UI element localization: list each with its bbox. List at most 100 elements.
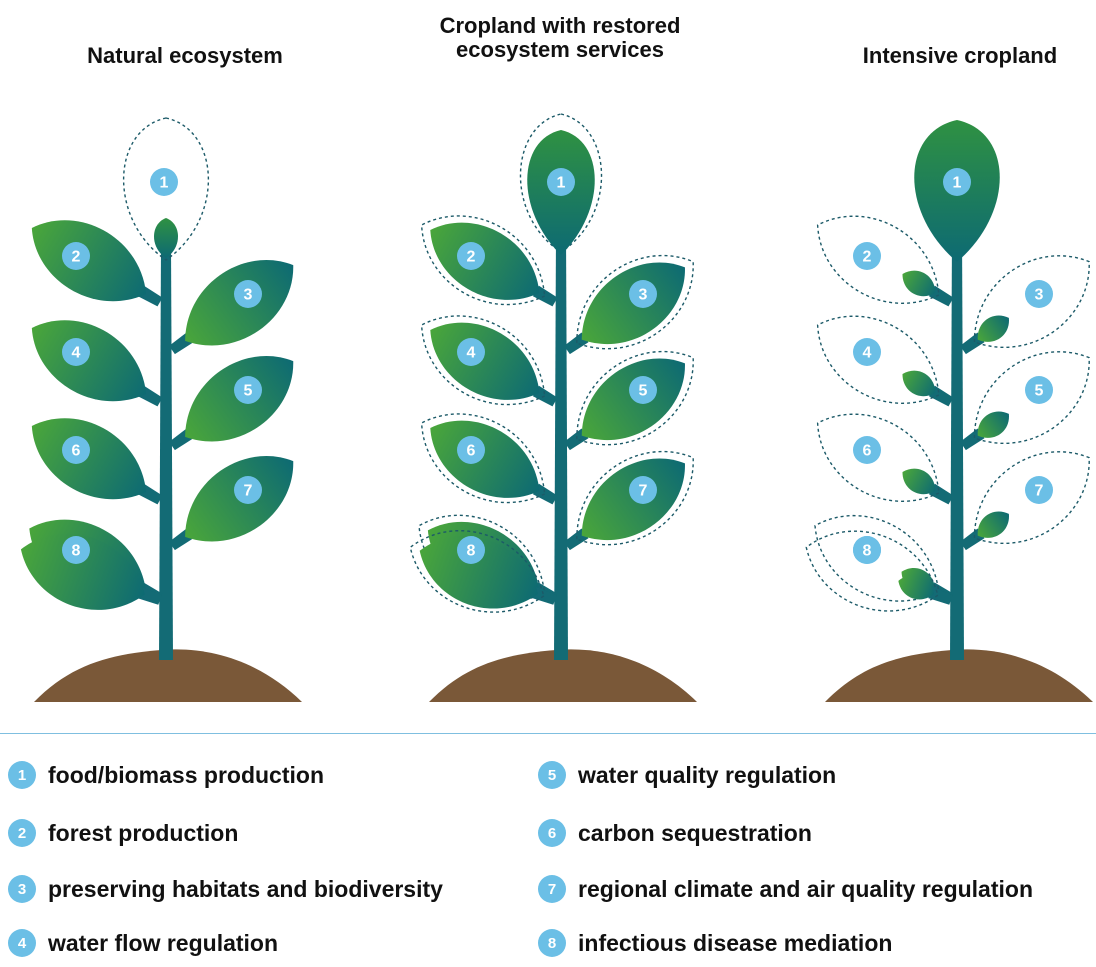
leaf-6 [420, 413, 558, 505]
leaf-8 [20, 533, 162, 610]
number-badge [150, 168, 178, 196]
potential-leaf-outline [973, 451, 1090, 544]
number-badge [457, 436, 485, 464]
small-leaf [902, 270, 936, 297]
number-badge [629, 476, 657, 504]
panel-title-line: Natural ecosystem [87, 43, 283, 68]
small-leaf [977, 511, 1009, 538]
number-badge [853, 242, 881, 270]
stem [950, 230, 964, 660]
number-badge [943, 168, 971, 196]
number-badge-text: 4 [467, 345, 476, 362]
number-badge [457, 338, 485, 366]
number-badge [234, 280, 262, 308]
legend-item-4: 4 water flow regulation [8, 926, 278, 960]
legend-badge: 5 [538, 761, 566, 789]
number-badge-text: 2 [72, 249, 81, 266]
legend-label: food/biomass production [48, 761, 324, 788]
panel-title-intensive: Intensive cropland [800, 44, 1096, 68]
potential-leaf-outline [973, 255, 1090, 348]
legend-item-2: 2 forest production [8, 816, 238, 850]
legend-item-5: 5 water quality regulation [538, 758, 836, 792]
number-badge-text: 8 [863, 543, 872, 560]
soil-mound [34, 649, 302, 702]
leaf-2 [31, 220, 163, 307]
legend-label: infectious disease mediation [578, 929, 893, 956]
number-badge-text: 7 [639, 483, 648, 500]
potential-leaf-outline [814, 515, 940, 602]
leaf-shape [430, 222, 540, 300]
stem [159, 245, 173, 660]
number-badge-text: 4 [863, 345, 872, 362]
legend-badge: 8 [538, 929, 566, 957]
number-badge-text: 2 [863, 249, 872, 266]
number-badge [457, 536, 485, 564]
number-badge [853, 338, 881, 366]
leaf-2 [420, 215, 558, 307]
panel-title-restored: Cropland with restored ecosystem service… [400, 14, 720, 62]
legend-badge: 6 [538, 819, 566, 847]
leaf-1 [123, 117, 209, 261]
number-badge [547, 168, 575, 196]
soil-mound [429, 649, 697, 702]
number-badge [234, 376, 262, 404]
panel-title-line: ecosystem services [456, 37, 664, 62]
number-badge-text: 6 [467, 443, 476, 460]
legend-item-3: 3 preserving habitats and biodiversity [8, 872, 443, 906]
number-badge-text: 1 [953, 175, 962, 192]
number-badge [1025, 280, 1053, 308]
divider-line [0, 733, 1096, 734]
leaf-stalk [928, 586, 953, 605]
leaf-shape [430, 322, 540, 400]
number-badge-text: 2 [467, 249, 476, 266]
number-badge [853, 436, 881, 464]
small-leaf [977, 315, 1009, 342]
number-badge [62, 436, 90, 464]
leaf-4 [420, 315, 558, 407]
leaf-5 [960, 351, 1090, 451]
number-badge-text: 8 [72, 543, 81, 560]
number-badge [629, 280, 657, 308]
legend-badge: 3 [8, 875, 36, 903]
potential-leaf-outline [805, 530, 939, 612]
leaf-3 [960, 255, 1090, 355]
number-badge [457, 242, 485, 270]
small-leaf [154, 218, 178, 258]
legend-label: water quality regulation [578, 761, 837, 788]
panel-title-line: Intensive cropland [862, 43, 1058, 68]
plant-natural: 234567881 [20, 117, 302, 702]
small-leaf [902, 468, 936, 495]
leaf-7 [960, 451, 1090, 551]
number-badge-text: 6 [863, 443, 872, 460]
stem [554, 230, 568, 660]
leaf-shape [419, 535, 539, 609]
leaf-3 [169, 260, 294, 355]
legend-badge: 7 [538, 875, 566, 903]
legend-item-7: 7 regional climate and air quality regul… [538, 872, 1033, 906]
number-badge-text: 6 [72, 443, 81, 460]
legend-item-8: 8 infectious disease mediation [538, 926, 892, 960]
legend-label: water flow regulation [48, 929, 279, 956]
leaf-5 [169, 356, 294, 451]
legend-badge: 2 [8, 819, 36, 847]
leaf-6 [816, 413, 954, 505]
number-badge-text: 7 [244, 483, 253, 500]
soil-mound [825, 649, 1093, 702]
potential-leaf-outline [123, 117, 209, 261]
legend-badge: 1 [8, 761, 36, 789]
leaf-4 [816, 315, 954, 407]
number-badge-text: 5 [1035, 383, 1044, 400]
leaf-6 [31, 418, 163, 505]
small-leaf [902, 370, 936, 397]
number-badge-text: 3 [639, 287, 648, 304]
number-badge-text: 5 [244, 383, 253, 400]
number-badge-text: 1 [160, 175, 169, 192]
leaf-2 [816, 215, 954, 307]
legend-badge: 4 [8, 929, 36, 957]
number-badge [629, 376, 657, 404]
panel-title-natural: Natural ecosystem [40, 44, 330, 68]
number-badge [1025, 476, 1053, 504]
number-badge-text: 1 [557, 175, 566, 192]
number-badge-text: 8 [467, 543, 476, 560]
number-badge [62, 338, 90, 366]
